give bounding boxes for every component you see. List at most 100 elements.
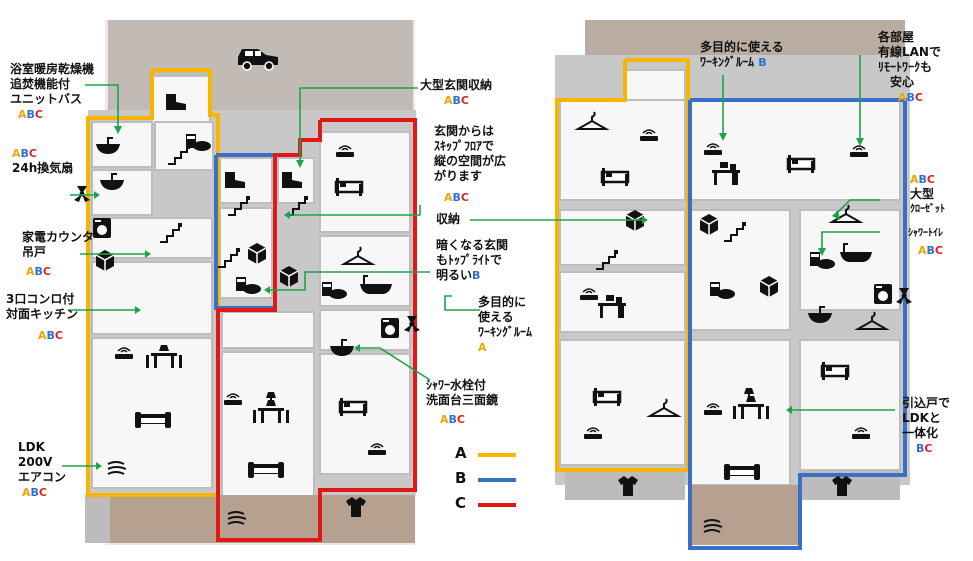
label-line: 多目的に — [478, 295, 527, 309]
label-line: 浴室暖房乾燥機 — [10, 62, 95, 76]
label-skip-floor: 玄関からは ｽｷｯﾌﾟﾌﾛｱで 縦の空間が広 がります ABC — [434, 124, 506, 205]
tag-b: B — [452, 94, 461, 107]
tag-b: B — [472, 269, 481, 282]
label-work-room: 多目的に 使える ﾜｰｷﾝｸﾞﾙｰﾑ A — [478, 295, 532, 355]
label-line: 有線LANで — [878, 45, 941, 59]
label-closet: ABC 大型 ｸﾛｰｾﾞｯﾄ — [910, 172, 945, 217]
legend-line-b — [478, 478, 516, 482]
label-storage: 収納 — [436, 212, 460, 227]
tag-c: C — [914, 91, 923, 104]
label-line: 使える — [478, 310, 514, 324]
tag-b: B — [918, 173, 927, 186]
tag-a: A — [898, 91, 907, 104]
label-line: 大型 — [910, 187, 935, 201]
tag-b: B — [26, 108, 35, 121]
label-line: もﾄｯﾌﾟﾗｲﾄで — [436, 253, 503, 267]
tag-c: C — [926, 173, 935, 186]
label-line: ユニットバス — [10, 92, 83, 106]
label-line: 対面キッチン — [6, 307, 79, 321]
tag-a: A — [444, 191, 453, 204]
tag-b: B — [30, 486, 39, 499]
tag-a: A — [22, 486, 31, 499]
tag-c: C — [934, 244, 943, 257]
label-line: 3口コンロ付 — [6, 292, 75, 306]
label-line: 収納 — [436, 212, 461, 226]
tag-c: C — [460, 94, 469, 107]
label-entrance-storage: 大型玄関収納 ABC — [420, 78, 492, 108]
tag-b: B — [20, 147, 29, 160]
legend-line-a — [478, 453, 516, 457]
label-line: 家電カウンター — [22, 230, 107, 244]
label-line: 24h換気扇 — [12, 161, 74, 175]
label-bath: 浴室暖房乾燥機 追焚機能付 ユニットバス ABC — [10, 62, 94, 122]
label-line: ｽｷｯﾌﾟﾌﾛｱで — [434, 139, 495, 153]
tag-c: C — [456, 413, 465, 426]
zone-b-outline — [688, 98, 907, 550]
label-work-room-top: 多目的に使える ﾜｰｷﾝｸﾞﾙｰﾑ B — [700, 40, 784, 70]
leader-lines — [62, 55, 895, 467]
label-line: 一体化 — [902, 426, 939, 440]
label-line: 明るい — [436, 268, 473, 282]
right-building — [555, 20, 912, 550]
label-line: 200V — [18, 455, 53, 469]
label-line: 多目的に使える — [700, 40, 784, 54]
tag-b: B — [758, 56, 767, 69]
tag-c: C — [924, 442, 933, 455]
label-line: 各部屋 — [878, 30, 915, 44]
label-line: 玄関からは — [434, 124, 495, 138]
label-line: ｼｬﾜｰﾄｲﾚ — [908, 228, 943, 239]
tag-b: B — [46, 329, 55, 342]
tag-b: B — [926, 244, 935, 257]
leader-arrowheads — [94, 126, 864, 470]
legend-line-c — [478, 503, 516, 507]
left-building — [74, 20, 420, 545]
label-line: エアコン — [18, 470, 67, 484]
label-sliding: 引込戸で LDKと 一体化 BC — [902, 396, 950, 456]
label-line: ﾘﾓｰﾄﾜｰｸも — [878, 60, 933, 74]
label-line: 引込戸で — [902, 396, 951, 410]
tag-a: A — [38, 329, 47, 342]
tag-b: B — [452, 191, 461, 204]
washing-machine-icon — [381, 318, 399, 338]
label-line: 追焚機能付 — [10, 77, 71, 91]
label-shower-toilet: ｼｬﾜｰﾄｲﾚ ABC — [908, 226, 943, 258]
label-cabinet: 家電カウンター 吊戸 ABC — [22, 230, 106, 279]
tag-a: A — [26, 265, 35, 278]
tag-a: A — [12, 147, 21, 160]
tag-c: C — [28, 147, 37, 160]
label-line: 安心 — [890, 75, 915, 89]
label-line: 大型玄関収納 — [420, 78, 493, 92]
label-line: がります — [434, 169, 483, 183]
tag-a: A — [18, 108, 27, 121]
label-line: 洗面台三面鏡 — [426, 393, 499, 407]
tag-a: A — [918, 244, 927, 257]
label-line: 縦の空間が広 — [434, 154, 507, 168]
tag-a: A — [444, 94, 453, 107]
label-line: ﾜｰｷﾝｸﾞﾙｰﾑ — [700, 55, 755, 69]
tag-b: B — [34, 265, 43, 278]
tag-c: C — [460, 191, 469, 204]
tag-b: B — [448, 413, 457, 426]
label-line: ｸﾛｰｾﾞｯﾄ — [910, 204, 945, 215]
label-line: ﾜｰｷﾝｸﾞﾙｰﾑ — [478, 325, 533, 339]
label-line: 吊戸 — [22, 245, 47, 259]
label-aircon: LDK 200V エアコン ABC — [18, 440, 66, 500]
tag-c: C — [34, 108, 43, 121]
tag-b: B — [906, 91, 915, 104]
tag-a: A — [478, 341, 487, 354]
label-line: LDKと — [902, 411, 941, 425]
tag-c: C — [38, 486, 47, 499]
tag-b: B — [916, 442, 925, 455]
label-line: 暗くなる玄関 — [436, 238, 509, 252]
tag-c: C — [42, 265, 51, 278]
label-kitchen: 3口コンロ付 対面キッチン ABC — [6, 292, 78, 343]
zone-a-outline — [555, 58, 690, 472]
washing-machine-icon — [874, 284, 892, 304]
tag-a: A — [440, 413, 449, 426]
tag-a: A — [910, 173, 919, 186]
label-line: ｼｬﾜｰ水栓付 — [426, 378, 487, 392]
label-line: LDK — [18, 440, 45, 454]
label-fan: ABC 24h換気扇 — [12, 146, 73, 176]
label-shower-vanity: ｼｬﾜｰ水栓付 洗面台三面鏡 ABC — [426, 378, 498, 427]
